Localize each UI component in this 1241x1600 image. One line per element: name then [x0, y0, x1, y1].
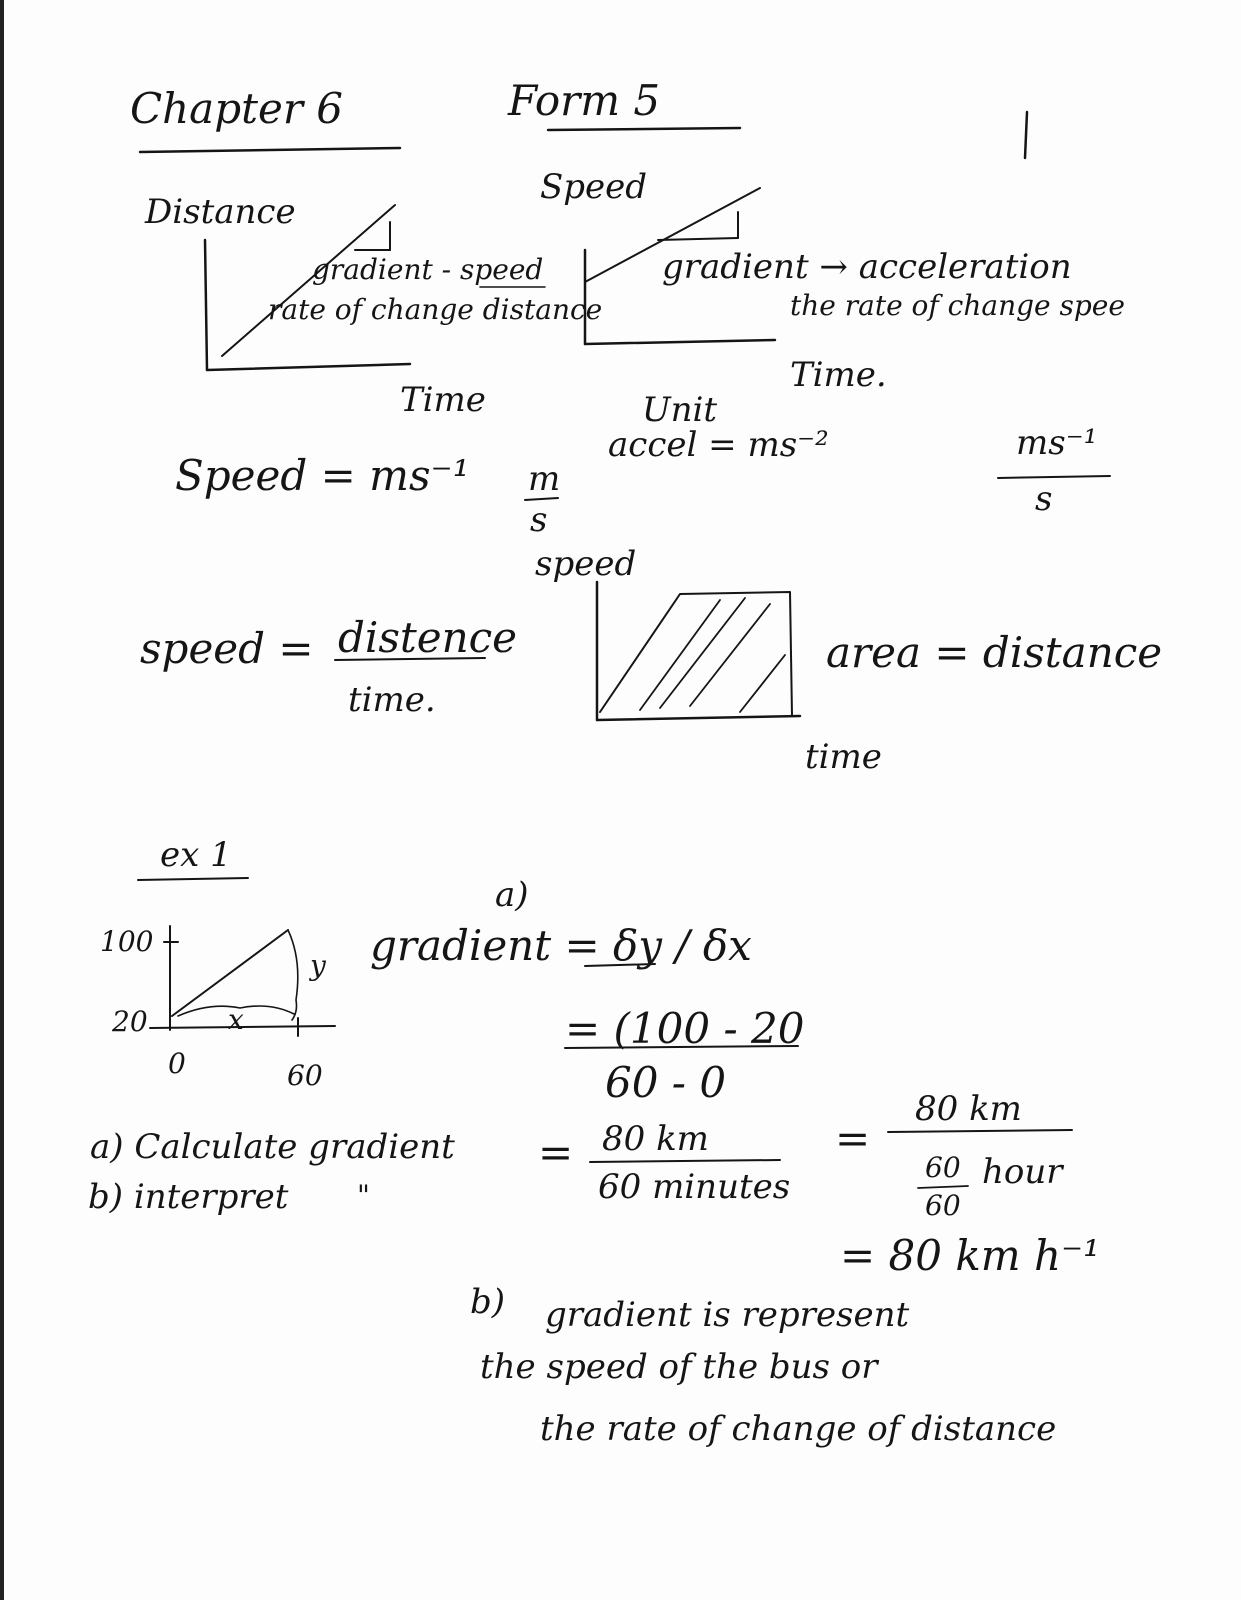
gradient-step3-den-bottom: 60 [925, 1189, 961, 1222]
example-y-tick-top: 100 [100, 925, 154, 958]
example-heading: ex 1 [160, 835, 232, 875]
gradient-step3-numerator: 80 km [915, 1089, 1022, 1129]
example-dy-label: y [310, 949, 326, 982]
gradient-step2-numerator: 80 km [602, 1119, 709, 1159]
area-graph-note: area = distance [826, 628, 1163, 677]
gradient-result: = 80 km h⁻¹ [840, 1231, 1101, 1280]
scan-edge [0, 0, 4, 1600]
speed-graph-gradient-note: gradient → acceleration [662, 247, 1072, 287]
acceleration-unit: accel = ms⁻² [608, 425, 829, 465]
area-graph-x-label: time [805, 737, 882, 777]
example-x-tick-start: 0 [168, 1047, 186, 1080]
question-b-ditto: " [357, 1179, 370, 1212]
answer-b-line-3: the rate of change of distance [540, 1409, 1057, 1449]
unit-label: Unit [642, 390, 718, 430]
form-title: Form 5 [508, 76, 661, 125]
ms-fraction-numerator: ms⁻¹ [1016, 423, 1098, 463]
step2-equals: = [538, 1128, 574, 1177]
step3-equals: = [835, 1114, 871, 1163]
speed-graph-rate-note: the rate of change spee [790, 289, 1125, 322]
question-b: b) interpret [88, 1177, 289, 1217]
example-x-tick-end: 60 [287, 1059, 323, 1092]
gradient-formula: gradient = δy / δx [370, 921, 752, 970]
example-y-tick-low: 20 [112, 1005, 148, 1038]
unit-s: s [530, 500, 548, 540]
gradient-step1-denominator: 60 - 0 [605, 1058, 727, 1107]
speed-graph-y-label: Speed [540, 167, 648, 207]
speed-formula-denominator: time. [348, 680, 436, 720]
distance-graph-y-label: Distance [145, 192, 296, 232]
distance-graph-x-label: Time [400, 380, 486, 420]
distance-graph-rate-note: rate of change distance [268, 293, 603, 326]
gradient-step3-den-top: 60 [925, 1151, 961, 1184]
unit-m: m [528, 459, 561, 499]
speed-formula-numerator: distence [338, 613, 518, 662]
speed-graph-x-label: Time. [790, 355, 887, 395]
gradient-step2-denominator: 60 minutes [598, 1167, 791, 1207]
part-a-label: a) [495, 875, 529, 915]
gradient-step1-numerator: = (100 - 20 [565, 1004, 805, 1053]
ms-fraction-denominator: s [1035, 479, 1053, 519]
answer-b-line-1: gradient is represent [545, 1295, 910, 1335]
chapter-title: Chapter 6 [130, 84, 343, 133]
part-b-label: b) [470, 1282, 506, 1322]
example-dx-label: x [228, 1003, 244, 1036]
answer-b-line-2: the speed of the bus or [480, 1347, 878, 1387]
area-graph-y-label: speed [535, 544, 637, 584]
distance-graph-gradient-note: gradient - speed [312, 253, 544, 286]
gradient-step3-hour: hour [982, 1152, 1063, 1192]
speed-formula-lhs: speed = [140, 624, 314, 673]
question-a: a) Calculate gradient [90, 1127, 455, 1167]
speed-unit: Speed = ms⁻¹ [175, 451, 470, 500]
